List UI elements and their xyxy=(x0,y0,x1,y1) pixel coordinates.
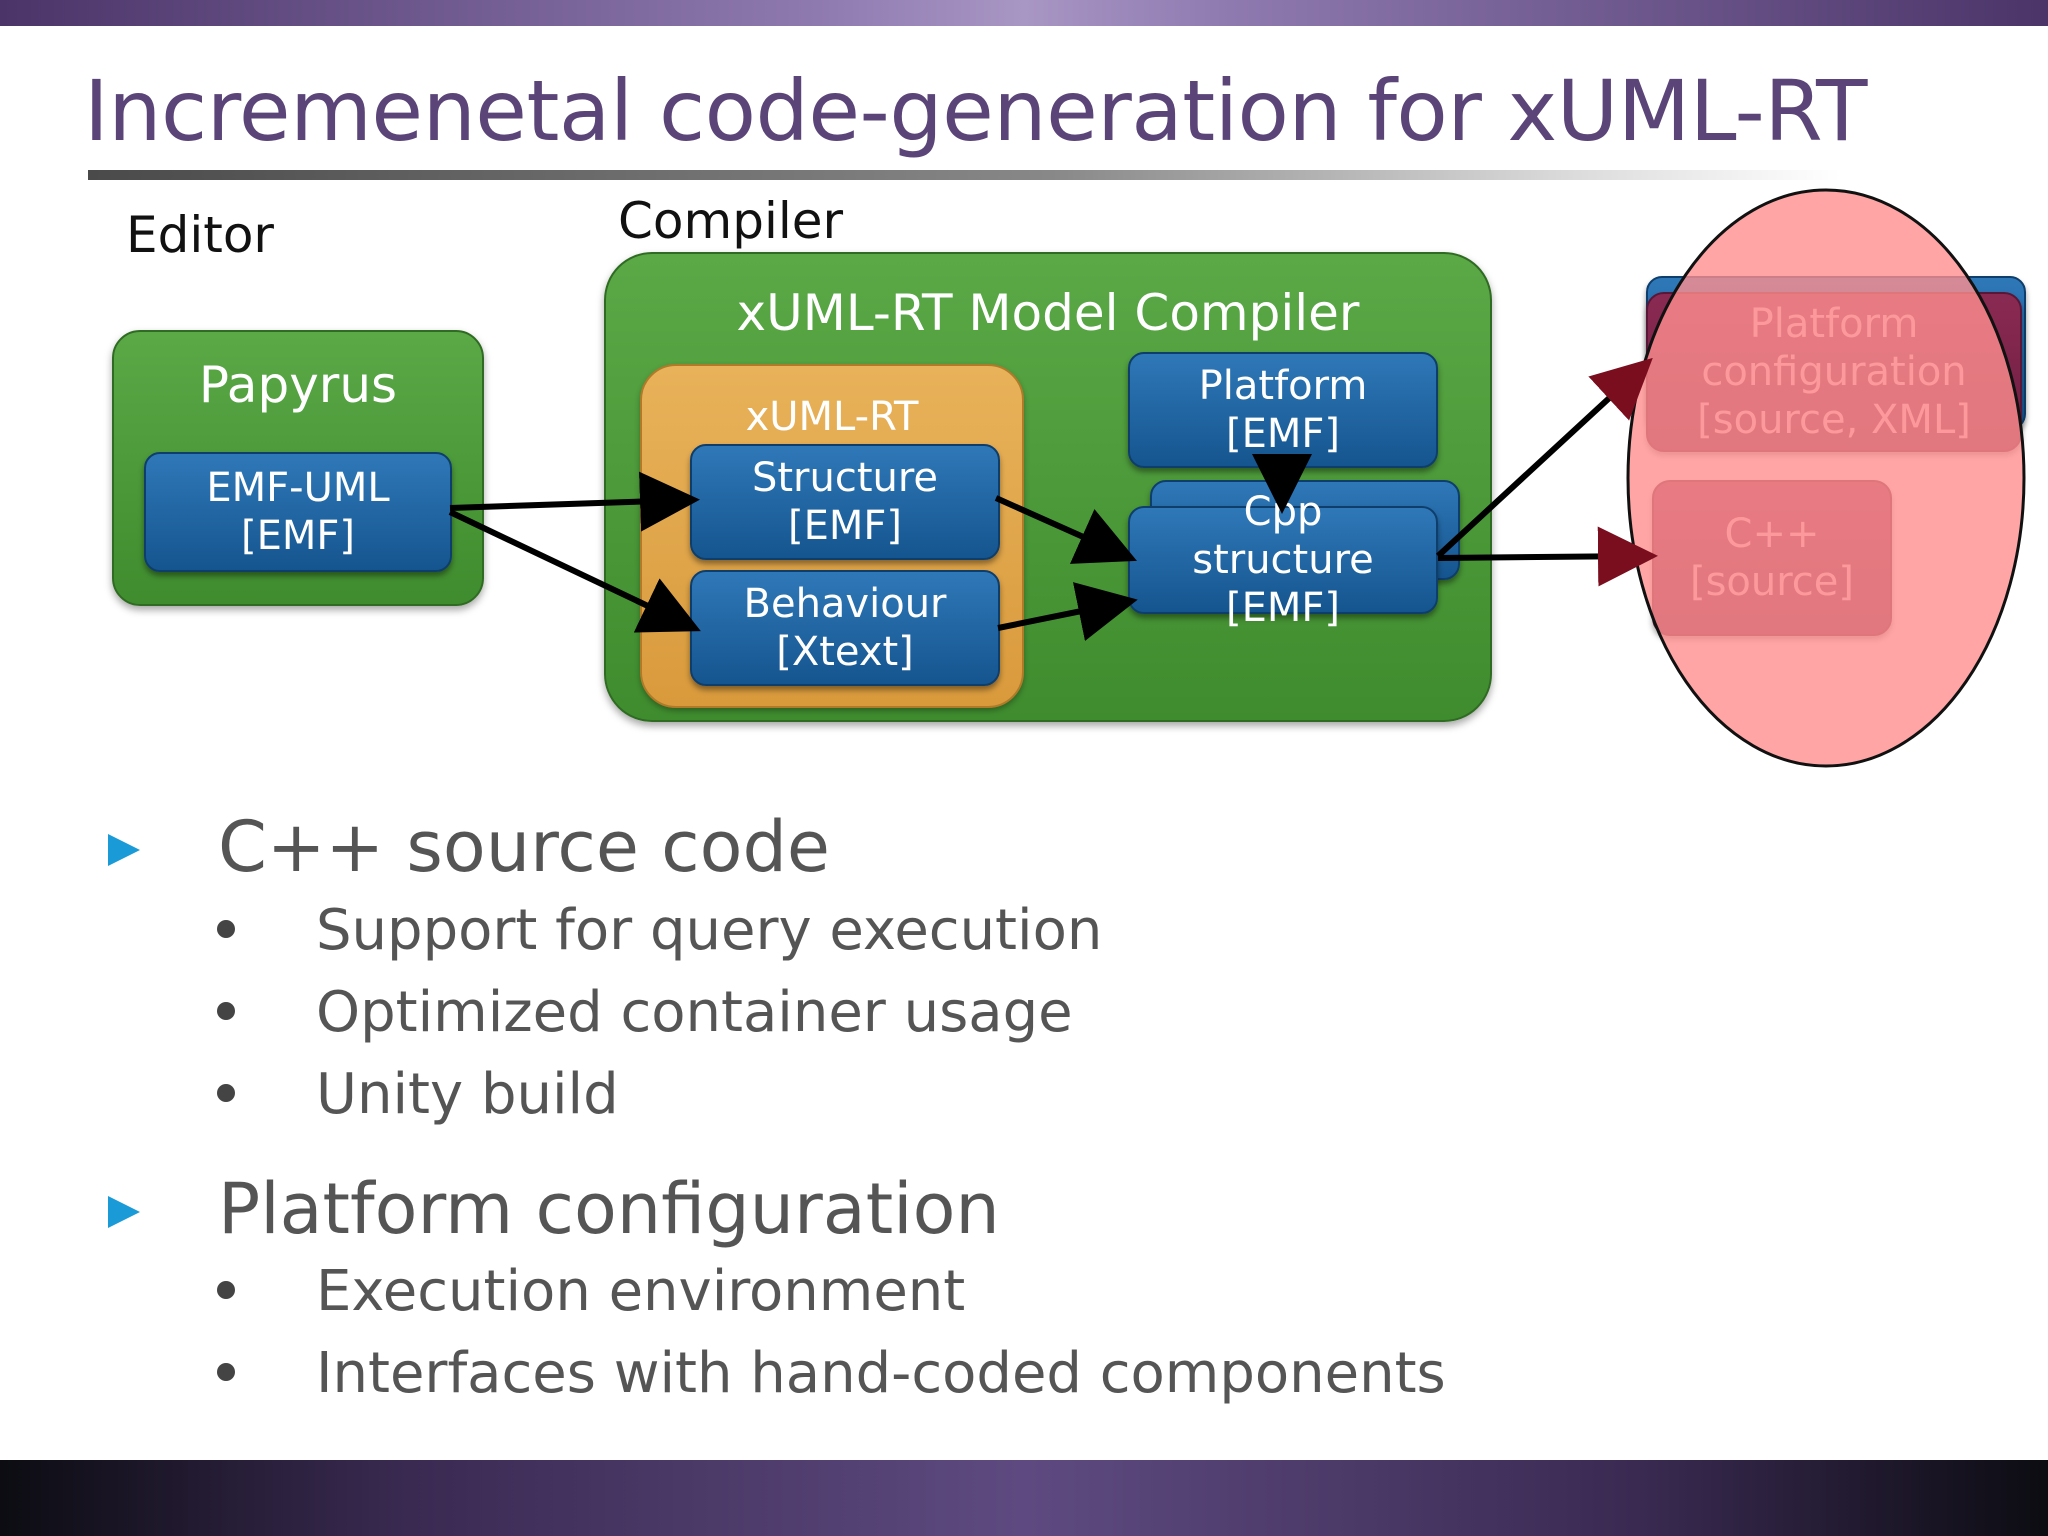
sub-bullet-unity-build: Unity build xyxy=(316,1062,619,1127)
title-underline xyxy=(88,170,1840,180)
cpp-source-label: C++ xyxy=(1724,511,1820,557)
sub-bullet-dot-icon xyxy=(217,1281,235,1299)
structure-label: Structure xyxy=(751,455,939,501)
sub-bullet-execution-environment: Execution environment xyxy=(316,1259,966,1324)
sub-bullet-dot-icon xyxy=(217,920,235,938)
cpp-structure-type: [EMF] xyxy=(1225,585,1340,631)
cpp-structure-box: Cpp structure [EMF] xyxy=(1128,489,1438,631)
platform-config-label-1: Platform xyxy=(1749,301,1919,347)
sub-bullet-hand-coded-interfaces: Interfaces with hand-coded components xyxy=(316,1341,1446,1406)
platform-emf-type: [EMF] xyxy=(1225,411,1340,457)
cpp-source-type: [source] xyxy=(1689,559,1855,605)
slide-title: Incremenetal code-generation for xUML-RT xyxy=(84,62,1867,160)
structure-type: [EMF] xyxy=(787,503,902,549)
xumlrt-label: xUML-RT xyxy=(745,394,919,440)
behaviour-label: Behaviour xyxy=(743,581,947,627)
platform-emf-box: Platform [EMF] xyxy=(1128,352,1438,468)
sub-bullet-dot-icon xyxy=(217,1002,235,1020)
structure-box: Structure [EMF] xyxy=(690,444,1000,560)
platform-emf-label: Platform xyxy=(1198,363,1368,409)
sub-bullet-dot-icon xyxy=(217,1363,235,1381)
compiler-label: Compiler xyxy=(618,192,844,250)
editor-label: Editor xyxy=(126,206,274,264)
platform-config-label-2: configuration xyxy=(1701,349,1967,395)
bottom-accent-bar xyxy=(0,1460,2048,1536)
cpp-source-box: C++ [source] xyxy=(1652,480,1892,636)
platform-config-type: [source, XML] xyxy=(1697,397,1971,443)
bullet-platform-configuration: Platform configuration xyxy=(218,1168,1000,1250)
bullet-cpp-source-code: C++ source code xyxy=(218,806,830,888)
bullet-triangle-icon xyxy=(108,834,140,866)
behaviour-box: Behaviour [Xtext] xyxy=(690,570,1000,686)
sub-bullet-container-usage: Optimized container usage xyxy=(316,980,1073,1045)
emf-uml-box: EMF-UML [EMF] xyxy=(144,452,452,572)
top-accent-bar xyxy=(0,0,2048,26)
emf-uml-label: EMF-UML xyxy=(206,465,390,511)
sub-bullet-query-execution: Support for query execution xyxy=(316,898,1103,963)
cpp-structure-label-1: Cpp xyxy=(1243,489,1323,535)
platform-config-box: Platform configuration [source, XML] xyxy=(1646,292,2022,452)
model-compiler-title: xUML-RT Model Compiler xyxy=(736,284,1360,342)
behaviour-type: [Xtext] xyxy=(776,629,914,675)
bullet-triangle-icon xyxy=(108,1196,140,1228)
sub-bullet-dot-icon xyxy=(217,1084,235,1102)
papyrus-title: Papyrus xyxy=(198,356,398,414)
emf-uml-type: [EMF] xyxy=(240,513,355,559)
cpp-structure-label-2: structure xyxy=(1192,537,1374,583)
